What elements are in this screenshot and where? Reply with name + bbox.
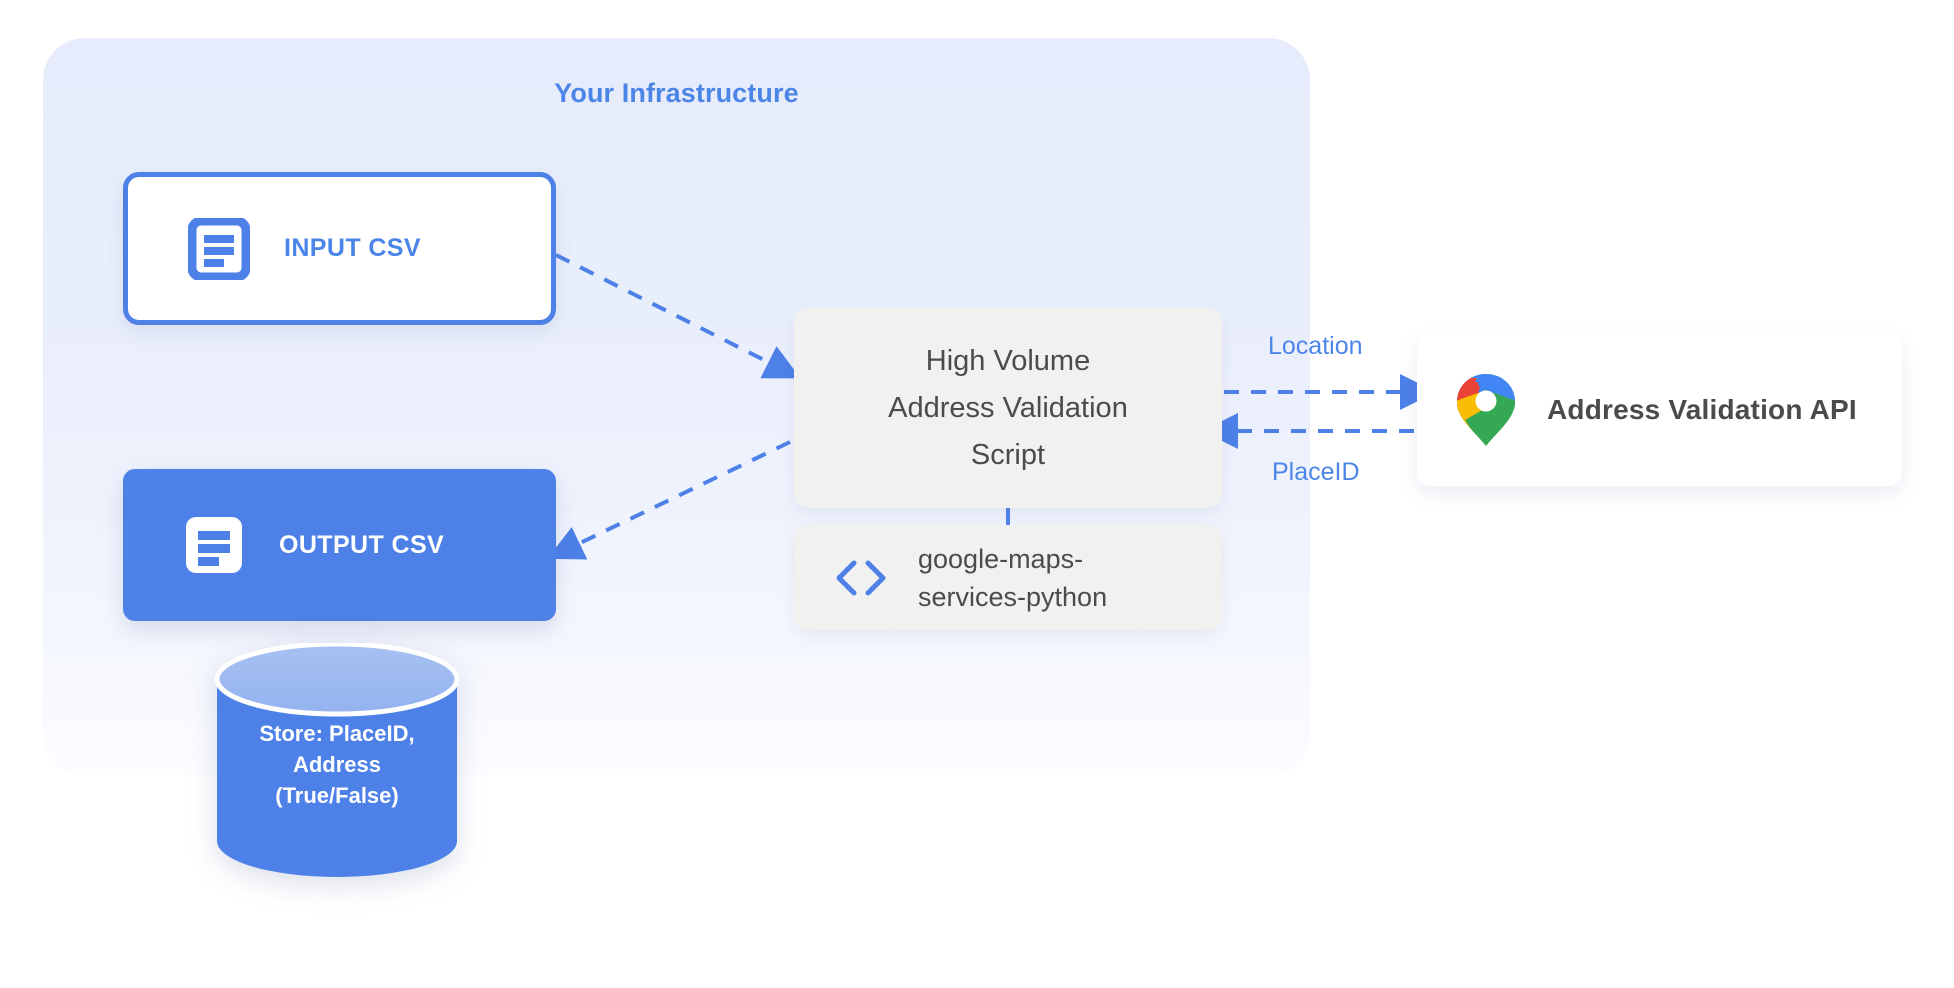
script-line-3: Script	[970, 438, 1046, 471]
document-icon	[186, 517, 242, 573]
datastore-cylinder[interactable]	[213, 643, 461, 877]
edge-label-placeid: PlaceID	[1272, 458, 1360, 486]
api-label: Address Validation API	[1547, 394, 1857, 425]
edge-label-location: Location	[1268, 332, 1363, 360]
address-validation-api-node[interactable]: Address Validation API	[1417, 334, 1902, 486]
library-label-group: google-maps- services-python	[918, 540, 1107, 616]
library-node[interactable]: google-maps- services-python	[794, 525, 1222, 630]
document-icon	[188, 217, 250, 280]
script-node[interactable]: High Volume Address Validation Script	[794, 308, 1222, 508]
library-line-1: google-maps-	[918, 543, 1084, 574]
output-csv-node[interactable]: OUTPUT CSV	[123, 469, 556, 621]
script-library-connector	[1006, 508, 1010, 526]
google-maps-pin-icon	[1457, 374, 1515, 446]
input-csv-label: INPUT CSV	[284, 234, 421, 262]
output-csv-label: OUTPUT CSV	[279, 530, 445, 559]
input-csv-node[interactable]: INPUT CSV	[123, 172, 556, 325]
code-brackets-icon	[836, 560, 886, 595]
library-line-2: services-python	[918, 581, 1108, 612]
script-line-2: Address Validation	[888, 391, 1128, 424]
infrastructure-title: Your Infrastructure	[554, 78, 799, 108]
script-line-1: High Volume	[925, 344, 1091, 377]
